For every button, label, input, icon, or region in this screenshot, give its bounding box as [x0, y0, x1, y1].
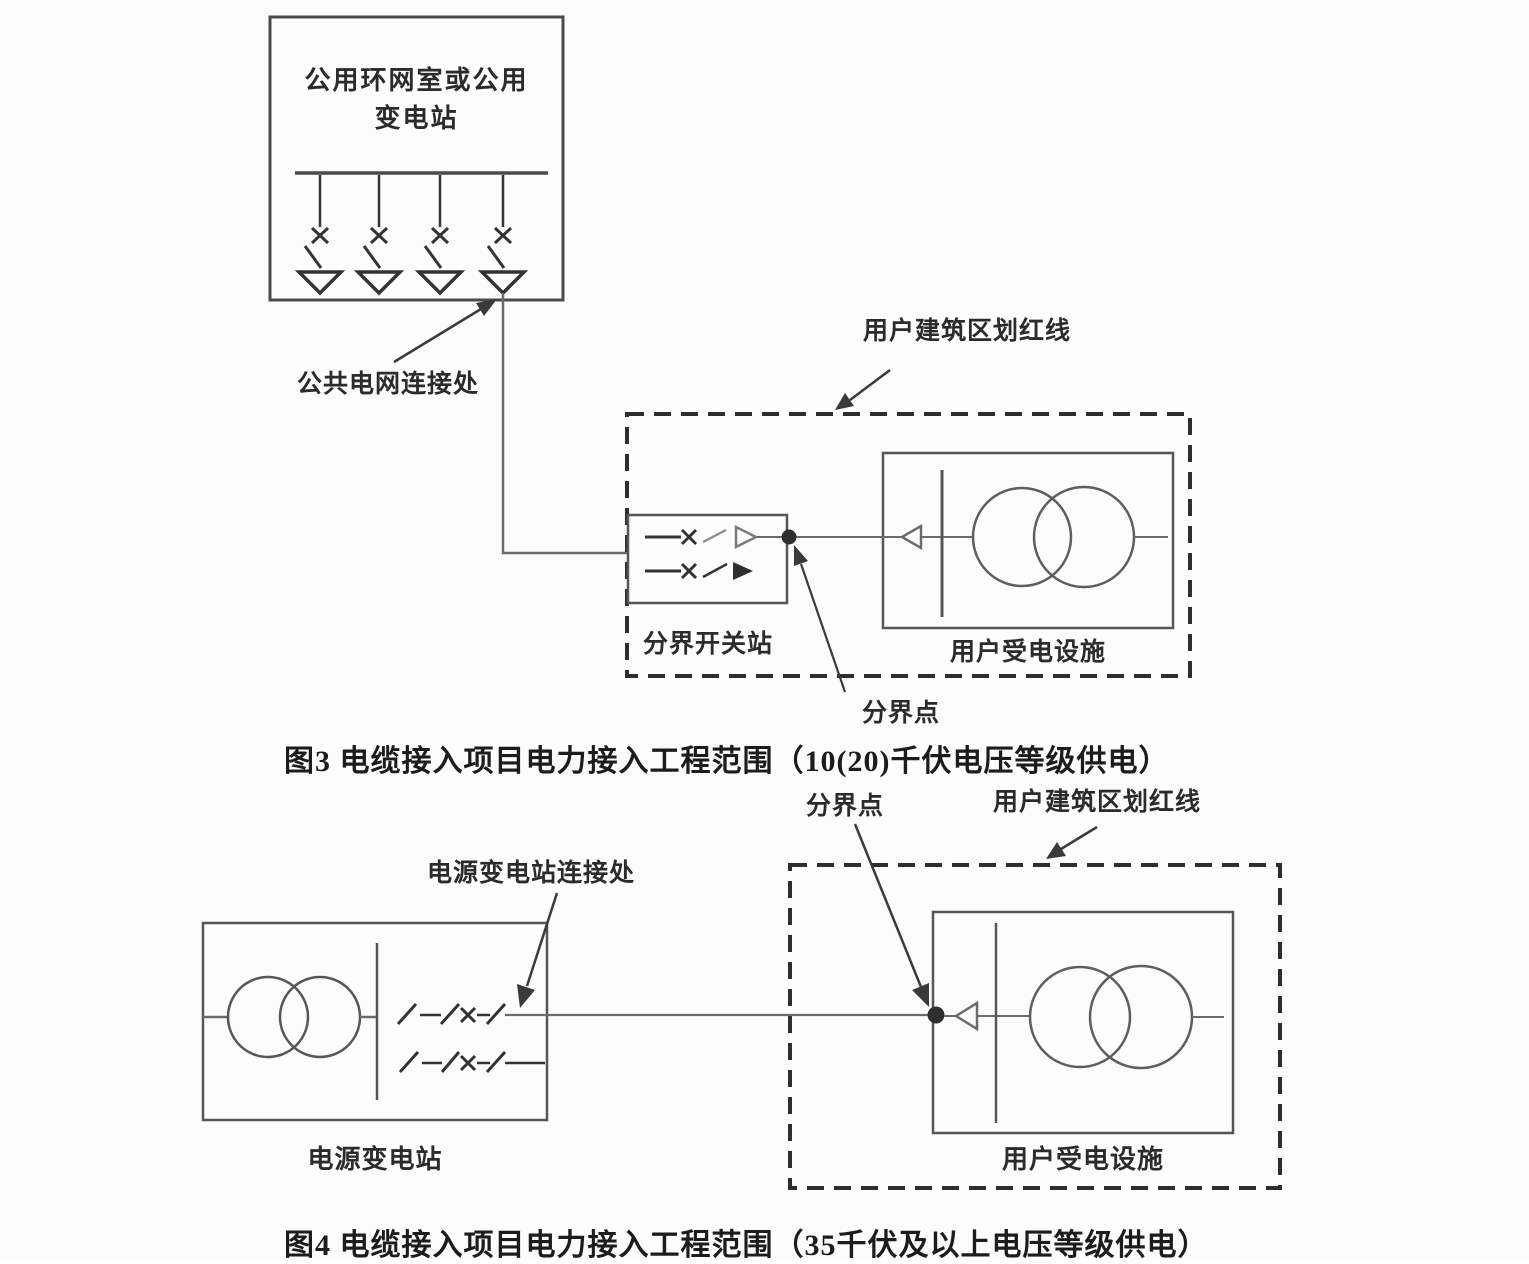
cable-head-icon	[353, 270, 405, 296]
fig4-intake-arrow-icon	[953, 1000, 979, 1032]
fig3-caption: 图3 电缆接入项目电力接入工程范围（10(20)千伏电压等级供电）	[284, 745, 1170, 778]
fig4-boundary-point-arrow	[853, 823, 929, 1007]
cable-head-icon	[477, 270, 529, 296]
feeder-switch	[414, 175, 466, 296]
feeder-switch	[353, 175, 405, 296]
breaker-triangle-icon	[733, 562, 753, 580]
switch-blade	[702, 529, 727, 543]
public-station-label-line2: 变电站	[374, 102, 459, 133]
arrowhead-icon	[476, 299, 497, 316]
cable-head-icon	[414, 270, 466, 296]
switch-row	[645, 524, 783, 550]
switch-blade	[396, 1002, 418, 1026]
fig3-switch-station-group	[626, 513, 789, 605]
fig3-boundary-point-arrow	[794, 545, 847, 693]
arrowhead-icon	[912, 983, 929, 1007]
grid-connection-label: 公共电网连接处	[297, 370, 480, 398]
fig4-source-station-group	[201, 921, 549, 1122]
switch-blade	[486, 245, 506, 269]
fig3-intake-arrow-icon	[899, 523, 923, 551]
fig3-user-facility-label: 用户受电设施	[949, 638, 1106, 666]
arrowhead-icon	[517, 984, 535, 1008]
source-connection-label: 电源变电站连接处	[427, 859, 636, 887]
fig4-boundary-point-label: 分界点	[806, 792, 885, 820]
fig3-cable-line	[501, 293, 629, 555]
fig3-redline-arrow	[835, 369, 891, 410]
arrowhead-icon	[1046, 842, 1066, 859]
switch-blade	[702, 562, 728, 579]
arrowhead-icon	[835, 393, 854, 410]
fig3-redline-label: 用户建筑区划红线	[863, 317, 1072, 345]
fig3-grid-connection-arrow	[393, 299, 497, 364]
fig4-user-facility-box	[931, 910, 1235, 1135]
fig4-redline-arrow	[1046, 825, 1098, 859]
public-station-label-line1: 公用环网室或公用	[304, 65, 529, 95]
cable-head-icon	[294, 270, 346, 296]
arrowhead-icon	[794, 545, 808, 566]
switch-blade	[440, 1051, 461, 1073]
fig3-boundary-point-dot	[781, 529, 797, 545]
switch-station-box	[626, 513, 789, 605]
fig4-boundary-point-dot	[927, 1006, 945, 1024]
switch-blade	[303, 245, 323, 269]
switch-blade	[485, 1050, 507, 1074]
fig3-boundary-point-label: 分界点	[862, 699, 941, 727]
switch-blade	[423, 245, 443, 269]
fig4-redline-boundary-box	[788, 863, 1282, 1190]
switch-blade	[362, 245, 382, 269]
fig4-source-connection-arrow	[517, 892, 559, 1008]
switch-row	[645, 562, 753, 580]
public-station-box	[268, 15, 565, 302]
fig4-caption: 图4 电缆接入项目电力接入工程范围（35千伏及以上电压等级供电）	[284, 1229, 1209, 1262]
fig4-redline-label: 用户建筑区划红线	[993, 788, 1202, 816]
breaker-triangle-icon	[734, 524, 759, 550]
fig3-public-station-group	[268, 15, 565, 302]
switch-row	[396, 1002, 507, 1026]
switch-row	[398, 1050, 545, 1074]
fig4-user-facility-label: 用户受电设施	[1001, 1144, 1164, 1174]
fig3-user-facility-box	[881, 451, 1175, 630]
switch-blade	[398, 1050, 420, 1074]
feeder-switch	[477, 175, 529, 296]
feeder-switch	[294, 175, 346, 296]
public-station-label: 公用环网室或公用 变电站	[272, 62, 561, 137]
source-station-box	[201, 921, 549, 1122]
switch-blade	[439, 1002, 461, 1026]
switch-blade	[485, 1002, 507, 1026]
source-station-label: 电源变电站	[307, 1144, 443, 1174]
fig3-feeder-switches	[294, 175, 529, 296]
switch-station-label: 分界开关站	[642, 630, 773, 658]
